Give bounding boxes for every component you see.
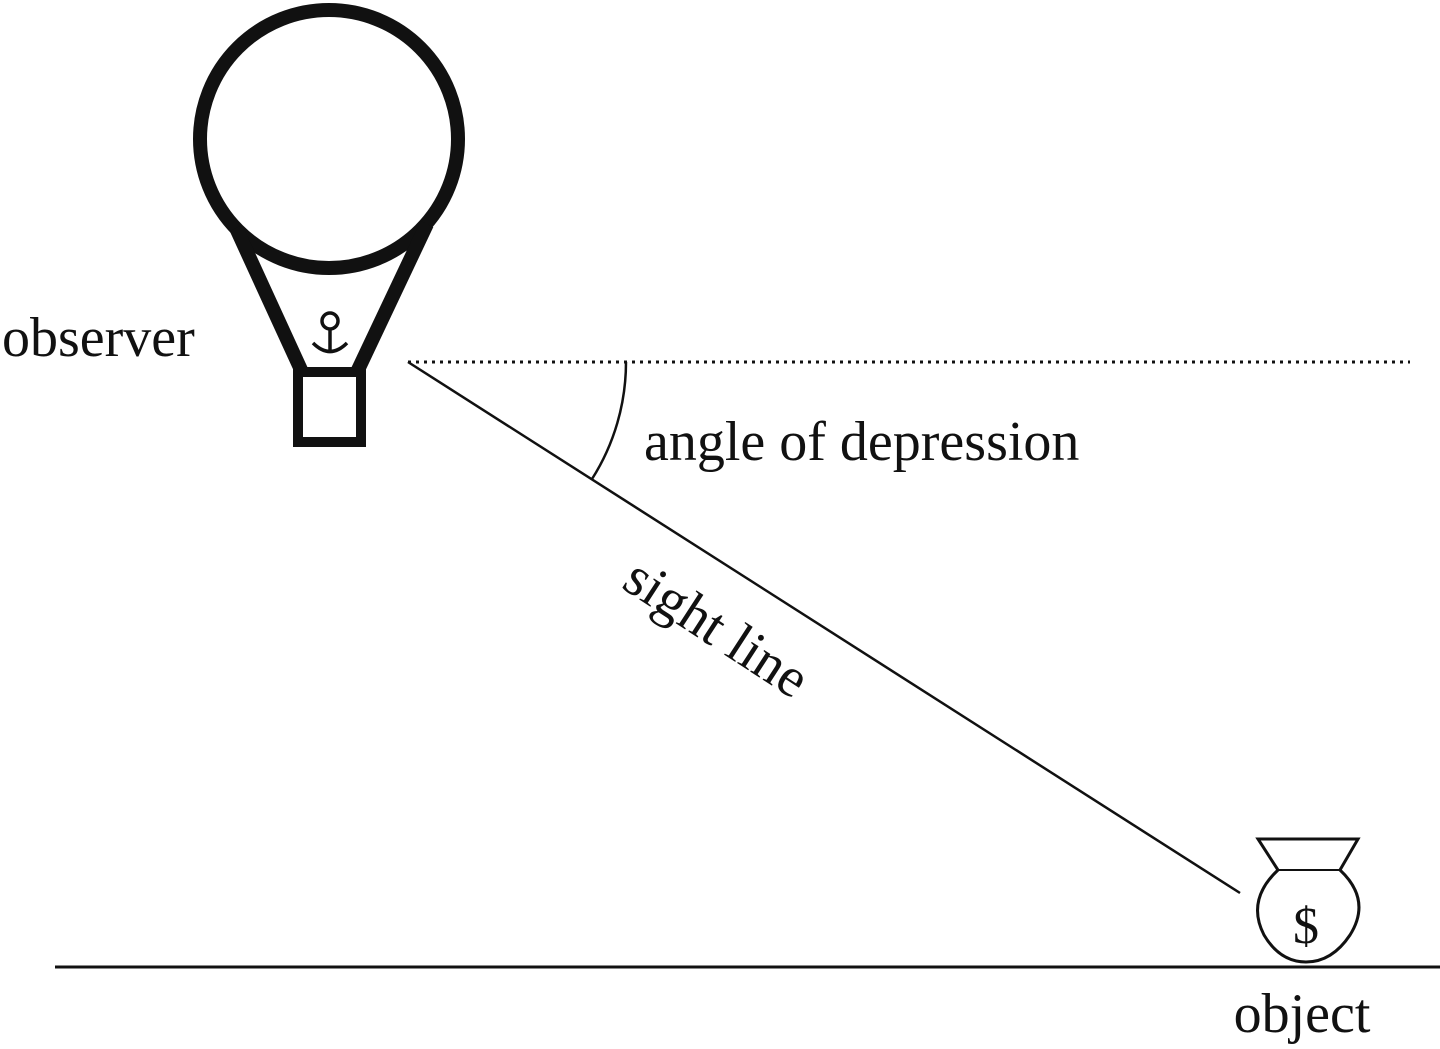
money-symbol: $ (1293, 898, 1319, 955)
angle-of-depression-label: angle of depression (644, 411, 1079, 473)
sight-line (407, 360, 1241, 895)
balloon-basket (293, 367, 366, 447)
observer-label: observer (2, 307, 195, 369)
money-bag-icon (1255, 837, 1361, 964)
balloon-rope-right (350, 221, 434, 375)
balloon-rope-left (229, 225, 309, 375)
balloon-envelope (193, 3, 465, 275)
sight-line-label: sight line (613, 546, 820, 711)
object-label: object (1234, 983, 1371, 1045)
angle-arc (590, 361, 628, 480)
hot-air-balloon-icon (193, 3, 465, 447)
stick-figure-icon (311, 311, 349, 354)
